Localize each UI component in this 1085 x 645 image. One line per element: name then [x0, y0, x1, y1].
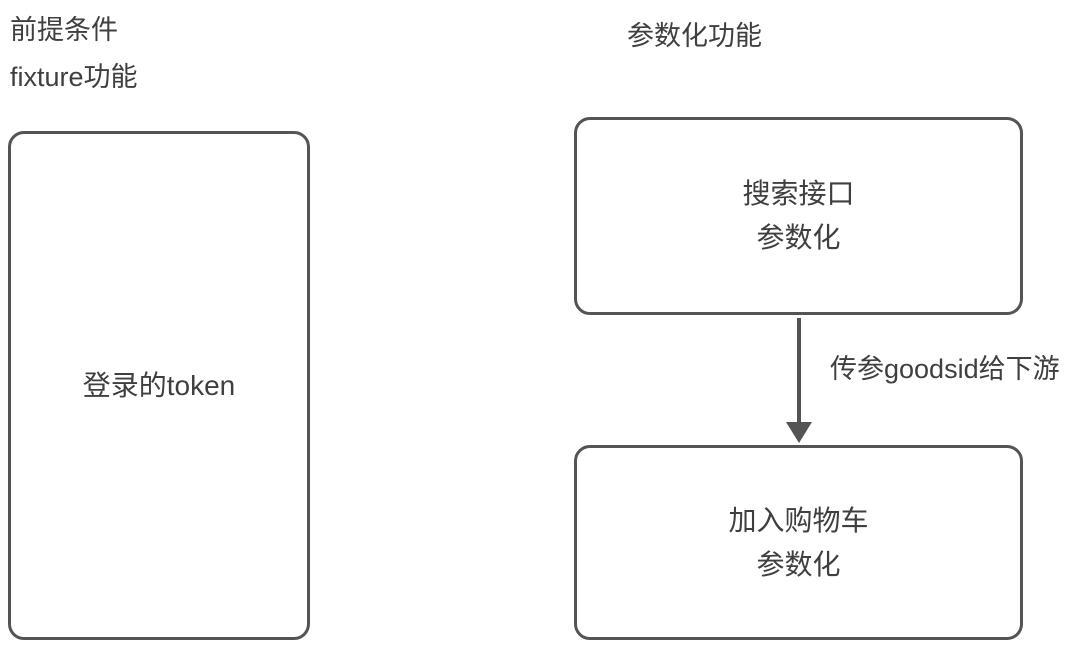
add-to-cart-box-label-line2: 参数化 — [756, 548, 841, 580]
login-token-box: 登录的token — [8, 131, 310, 640]
add-to-cart-box: 加入购物车 参数化 — [574, 445, 1023, 640]
right-section-title: 参数化功能 — [627, 21, 762, 51]
search-api-box-label-line2: 参数化 — [756, 222, 841, 253]
add-to-cart-box-label-line1: 加入购物车 — [728, 504, 869, 536]
left-section-title-line1: 前提条件 — [10, 15, 118, 45]
search-api-box-label-line1: 搜索接口 — [742, 178, 855, 209]
search-api-box: 搜索接口 参数化 — [574, 117, 1023, 315]
connector-label: 传参goodsid给下游 — [830, 354, 1060, 384]
connector-arrow-line — [797, 318, 801, 424]
login-token-box-label: 登录的token — [82, 369, 236, 401]
left-section-title-line2: fixture功能 — [10, 62, 138, 92]
connector-arrowhead-icon — [786, 422, 812, 443]
